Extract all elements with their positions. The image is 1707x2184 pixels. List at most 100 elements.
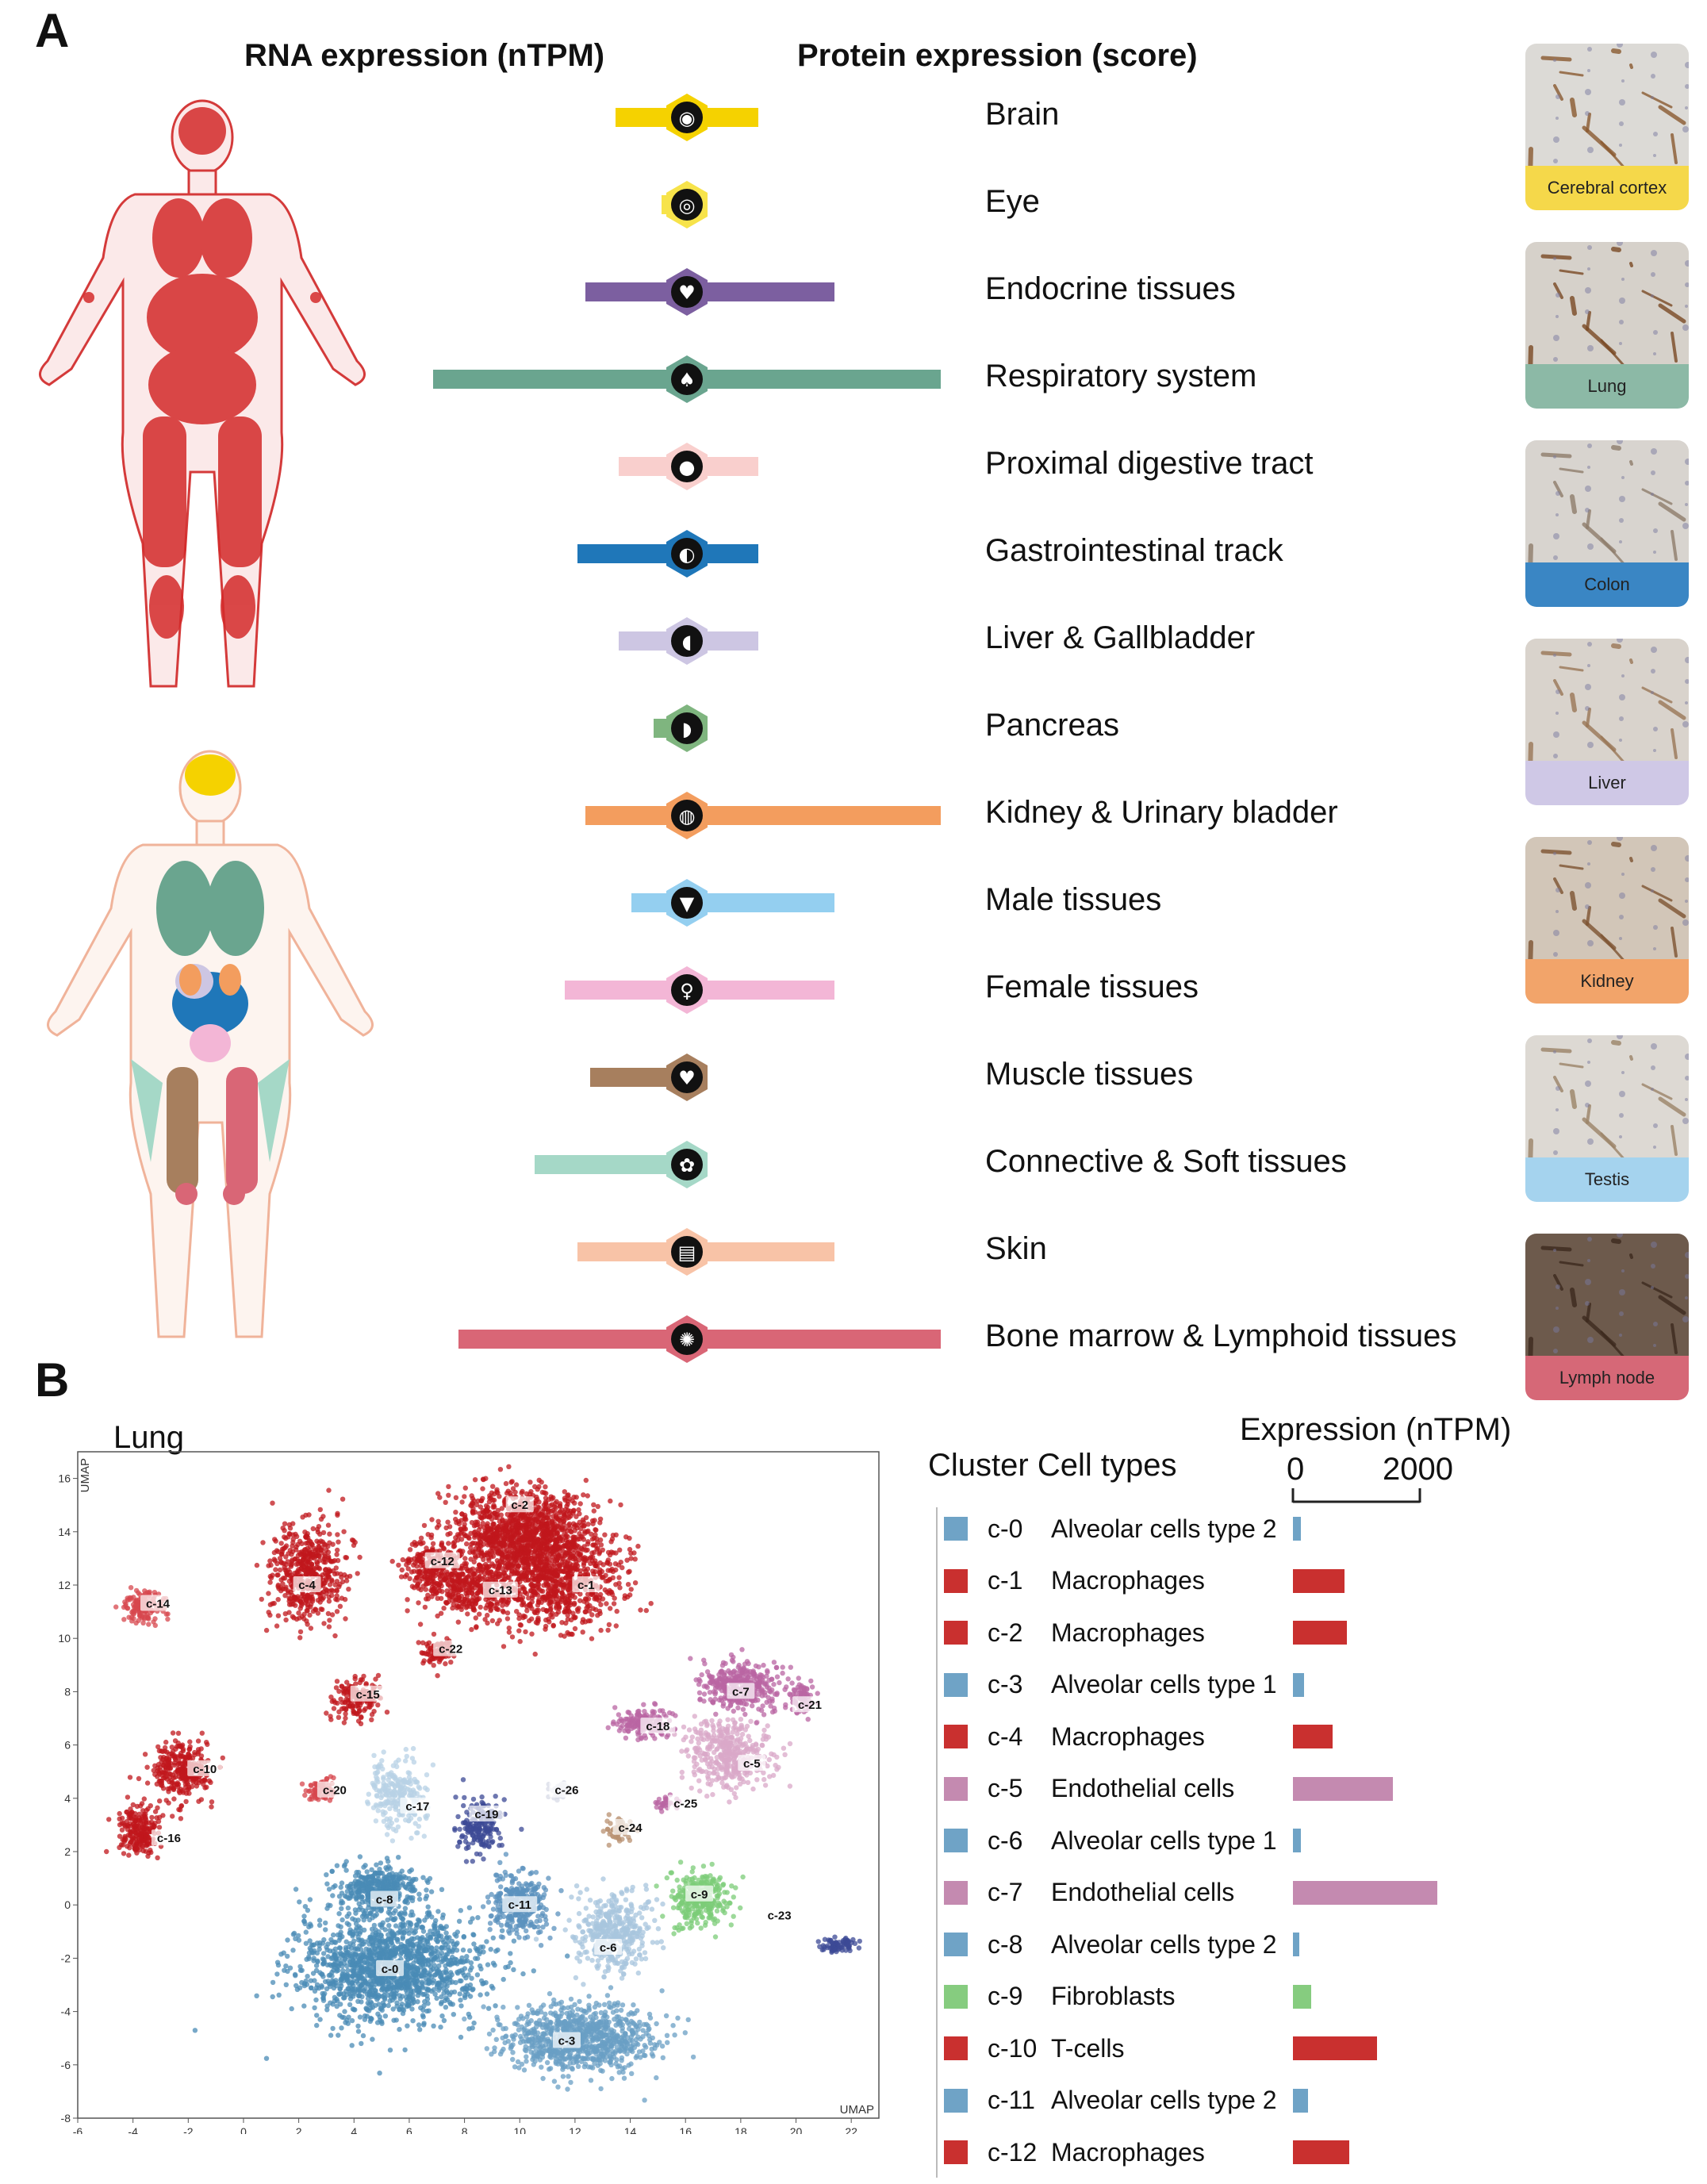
umap-point [689, 1739, 694, 1745]
umap-point [353, 1952, 359, 1957]
umap-point [515, 2005, 520, 2010]
umap-point [510, 1550, 516, 1556]
umap-point [334, 2003, 339, 2009]
umap-point [590, 2049, 596, 2055]
umap-point [531, 1560, 537, 1566]
umap-point [433, 1971, 439, 1978]
umap-point [598, 2067, 604, 2073]
umap-point [419, 1974, 425, 1979]
umap-point [582, 1596, 589, 1602]
umap-point [419, 1979, 425, 1985]
umap-point [527, 1570, 533, 1576]
umap-point [452, 1932, 458, 1937]
umap-point [582, 1619, 589, 1625]
umap-point [572, 1500, 577, 1506]
umap-point [344, 2017, 350, 2023]
umap-point [334, 1593, 339, 1599]
umap-point [647, 2015, 654, 2021]
umap-point [506, 1629, 512, 1635]
umap-point [415, 1999, 420, 2005]
umap-point [428, 1956, 434, 1962]
x-tick-label: 2 [296, 2125, 302, 2134]
umap-point [451, 1941, 456, 1947]
y-tick-label: 0 [64, 1898, 71, 1911]
umap-point [296, 1567, 301, 1572]
umap-point [462, 1514, 468, 1520]
umap-point [619, 2058, 624, 2063]
umap-point [355, 1980, 361, 1986]
umap-point [270, 1500, 275, 1506]
y-tick-label: 4 [64, 1792, 71, 1805]
x-tick-label: -6 [73, 2125, 83, 2134]
umap-point [192, 2028, 198, 2033]
umap-point [441, 2017, 447, 2024]
umap-point [510, 2056, 516, 2063]
umap-point [608, 2029, 613, 2035]
umap-point [613, 2022, 619, 2028]
umap-point [564, 1528, 570, 1533]
umap-point [577, 1501, 583, 1507]
umap-point [554, 1539, 560, 1545]
umap-point [308, 1626, 314, 1631]
umap-point [566, 1598, 572, 1603]
stomach-icon: ◐ [666, 530, 708, 578]
umap-point [429, 1517, 435, 1522]
umap-point [424, 1914, 430, 1920]
umap-point [339, 2025, 344, 2031]
umap-point [405, 1938, 411, 1944]
umap-point [369, 1926, 375, 1932]
umap-point [346, 1922, 352, 1928]
umap-point [553, 2059, 558, 2065]
umap-point [437, 1953, 443, 1959]
umap-point [547, 2021, 553, 2027]
umap-point [429, 1974, 435, 1980]
umap-point [620, 2002, 626, 2008]
umap-point [471, 1932, 477, 1938]
y-tick-label: 2 [64, 1845, 71, 1858]
umap-point [301, 1913, 307, 1919]
umap-point [336, 1991, 342, 1998]
umap-point [564, 1550, 570, 1556]
umap-point [283, 1963, 289, 1969]
umap-point [606, 1622, 612, 1628]
umap-point [499, 1506, 504, 1511]
ihc-thumbnail-1: Lung [1525, 242, 1689, 409]
umap-point [565, 1579, 570, 1585]
umap-point [462, 1556, 468, 1561]
umap-point [502, 1542, 508, 1548]
umap-point [384, 1944, 390, 1949]
umap-point [453, 1495, 459, 1500]
umap-point [326, 1624, 332, 1629]
umap-point [520, 1613, 527, 1619]
umap-point [568, 1602, 573, 1608]
umap-point [403, 1969, 409, 1975]
x-tick-label: -4 [128, 2125, 138, 2134]
umap-point [270, 1979, 276, 1986]
umap-point [537, 2021, 543, 2027]
umap-point [506, 1626, 512, 1631]
ihc-thumbnail-caption-3: Liver [1525, 761, 1689, 805]
umap-point [286, 1590, 291, 1595]
cell-icon: ✿ [666, 1141, 708, 1188]
umap-point [545, 1515, 550, 1521]
umap-point [497, 2052, 504, 2057]
panel-a-letter: A [35, 4, 70, 57]
umap-point [362, 2017, 368, 2022]
umap-point [523, 1629, 528, 1635]
umap-point [565, 1540, 570, 1545]
umap-point [541, 1583, 547, 1588]
umap-point [524, 2059, 529, 2064]
umap-point [545, 1556, 551, 1561]
umap-point [383, 1956, 389, 1961]
umap-point [559, 2062, 565, 2067]
umap-point [377, 1944, 383, 1951]
umap-point [544, 1609, 550, 1614]
umap-point [432, 1991, 438, 1997]
umap-point [562, 2056, 567, 2062]
umap-point [379, 1936, 385, 1942]
ihc-thumbnail-4: Kidney [1525, 837, 1689, 1004]
umap-point [496, 1525, 501, 1530]
y-tick-label: -4 [61, 2006, 71, 2018]
x-tick-label: 8 [462, 2125, 468, 2134]
